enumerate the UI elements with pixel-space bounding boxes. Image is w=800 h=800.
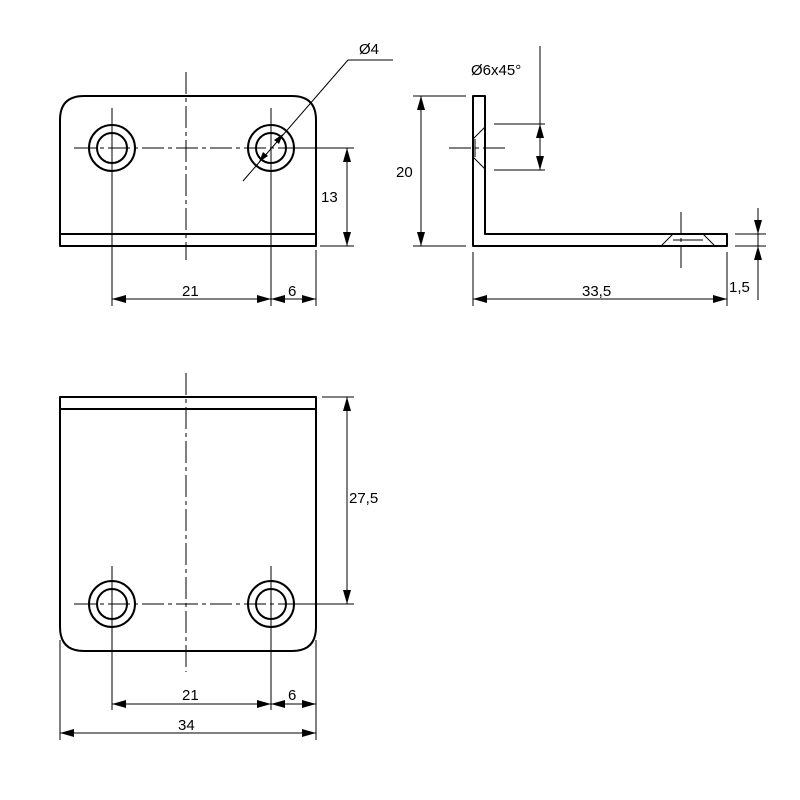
countersink-label: Ø6x45° [471, 62, 521, 79]
front-hole-spacing-label: 21 [182, 283, 199, 300]
overall-width-label: 34 [178, 717, 195, 734]
countersink-callout: Ø6x45° [471, 46, 545, 171]
front-view: Ø4 13 21 6 [59, 41, 393, 306]
bottom-edge-offset-label: 6 [288, 687, 296, 704]
front-hole-height-label: 13 [321, 189, 338, 206]
bottom-hole-spacing-label: 21 [182, 687, 199, 704]
side-countersink-vertical [449, 126, 509, 170]
side-view: Ø6x45° 20 33,5 1,5 [396, 46, 766, 306]
bottom-hole-distance-label: 27,5 [349, 490, 378, 507]
overall-width-dimension: 34 [60, 717, 316, 737]
front-view-outline [59, 95, 317, 247]
side-length-label: 33,5 [582, 283, 611, 300]
bottom-hole-distance-dimension: 27,5 [296, 396, 378, 605]
thickness-dimension: 1,5 [729, 208, 766, 300]
side-countersink-horizontal [660, 212, 716, 268]
hole-diameter-callout: Ø4 [242, 41, 393, 182]
side-height-dimension: 20 [396, 95, 466, 247]
front-hole-height-dimension: 13 [296, 147, 354, 247]
bottom-view: 27,5 21 6 34 [59, 373, 378, 740]
side-length-dimension: 33,5 [472, 252, 728, 306]
front-edge-offset-label: 6 [288, 283, 296, 300]
bottom-spacing-dimension: 21 6 [112, 687, 316, 708]
thickness-label: 1,5 [729, 279, 750, 296]
hole-diameter-label: Ø4 [359, 41, 379, 58]
front-spacing-dimension: 21 6 [112, 283, 316, 303]
side-height-label: 20 [396, 164, 413, 181]
side-view-profile [472, 95, 728, 247]
bottom-view-outline [59, 396, 317, 652]
